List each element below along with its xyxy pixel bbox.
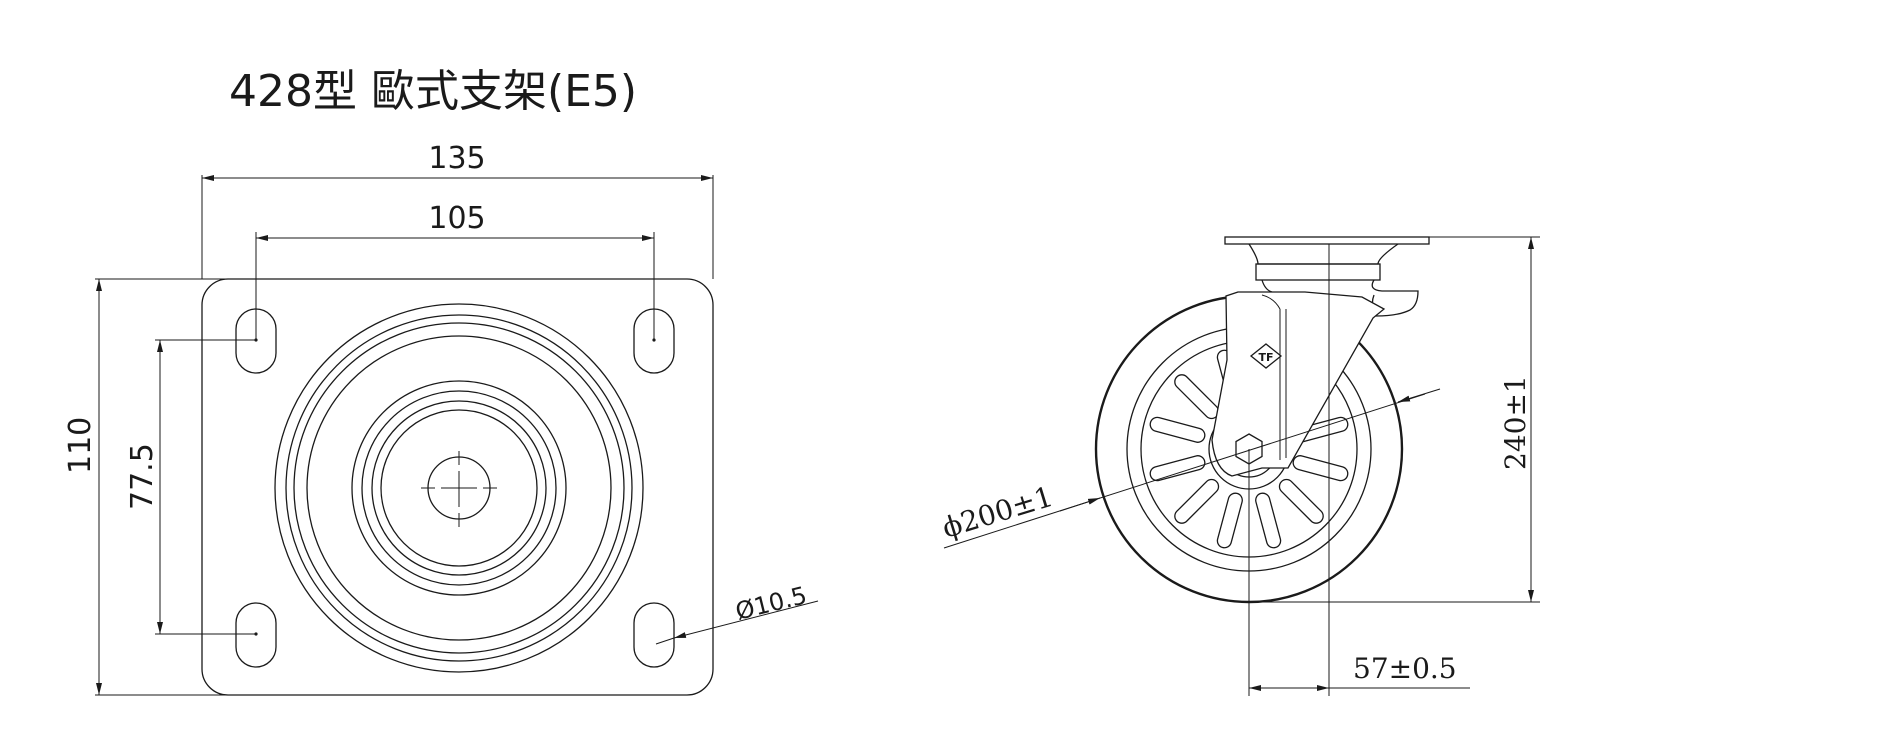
slot-hole xyxy=(235,602,277,668)
side-view: TF 240±1 57±0.5 ϕ200±1 xyxy=(938,236,1540,696)
slot-hole xyxy=(633,602,675,668)
fork xyxy=(1211,291,1386,477)
center-mark xyxy=(421,451,497,527)
spoke xyxy=(1255,492,1282,549)
dim-offset: 57±0.5 xyxy=(1353,652,1457,685)
dim-height-110: 110 xyxy=(63,417,98,474)
dim-hole-diameter: Ø10.5 xyxy=(733,581,810,626)
dim-hole-spacing-105: 105 xyxy=(428,201,485,236)
spoke xyxy=(1149,455,1206,482)
spoke xyxy=(1278,478,1324,524)
brand-logo xyxy=(1249,343,1283,369)
top-view: 135 105 110 77.5 Ø10.5 xyxy=(63,141,819,696)
brand-logo-text: TF xyxy=(1258,351,1273,364)
dim-total-height: 240±1 xyxy=(1499,375,1532,470)
drawing-title: 428型 歐式支架(E5) xyxy=(229,66,637,117)
swivel-rings xyxy=(274,303,644,673)
mounting-plate xyxy=(201,278,714,696)
spoke xyxy=(1149,416,1206,443)
dim-wheel-diameter: ϕ200±1 xyxy=(938,480,1056,545)
spoke xyxy=(1174,478,1220,524)
spoke xyxy=(1174,374,1220,420)
dim-hole-spacing-77-5: 77.5 xyxy=(125,443,160,510)
dim-width-135: 135 xyxy=(428,141,485,176)
spoke xyxy=(1292,455,1349,482)
bearing-housing xyxy=(1248,243,1399,265)
spoke xyxy=(1216,492,1243,549)
top-plate xyxy=(1224,236,1430,245)
